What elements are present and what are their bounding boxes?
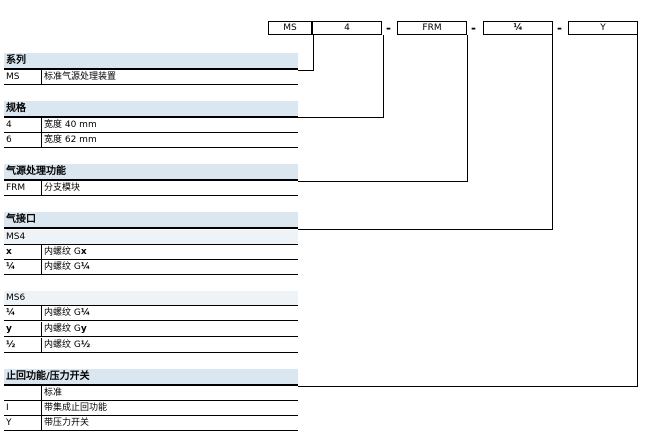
connector-size-v [383,35,384,118]
connector-series-h [298,70,314,71]
section-check-title: 止回功能/压力开关 [6,371,90,382]
row-value: 标准 [44,388,63,398]
table-row: FRM 分支模块 [4,181,298,196]
table-row: Y 带压力开关 [4,416,298,431]
row-value: 内螺纹 G½ [44,340,91,350]
table-row: 标准 [4,386,298,401]
code-series: MS [283,23,297,33]
connector-port-v [552,35,553,230]
port-group-label: MS6 [6,293,26,303]
table-row: 6 宽度 62 mm [4,133,298,148]
code-dash-1: - [386,21,391,35]
code-series-box: MS [268,21,312,35]
row-value: 内螺纹 G¼ [44,308,91,318]
row-value: 带集成止回功能 [44,403,108,413]
row-value: 内螺纹 Gx [44,247,87,257]
connector-port-h [298,229,553,230]
row-value: 内螺纹 Gy [44,324,87,334]
row-key: MS [6,72,20,82]
code-option-box: Y [568,21,638,35]
row-value: 内螺纹 G¼ [44,262,91,272]
row-key: y [6,324,12,334]
connector-function-h [298,181,468,182]
section-series-header: 系列 [4,53,298,70]
table-row: 4 宽度 40 mm [4,118,298,133]
section-size-header: 规格 [4,101,298,118]
code-option: Y [600,23,606,33]
section-port-title: 气接口 [6,214,36,225]
code-port: ¼ [513,23,523,33]
section-function-header: 气源处理功能 [4,164,298,181]
row-key: ¼ [6,262,16,272]
port-group-label: MS4 [6,232,26,242]
port-group-ms4: MS4 [4,230,298,245]
connector-function-v [467,35,468,182]
row-key: 4 [6,120,12,130]
table-row: ¼ 内螺纹 G¼ [4,306,298,321]
row-value: 带压力开关 [44,418,90,428]
code-function: FRM [422,23,442,33]
connector-series-v [313,35,314,71]
port-group-ms6: MS6 [4,291,298,306]
code-function-box: FRM [397,21,467,35]
table-row: MS 标准气源处理装置 [4,70,298,85]
table-row: ½ 内螺纹 G½ [4,338,298,353]
section-check-header: 止回功能/压力开关 [4,369,298,386]
row-value: 分支模块 [44,183,81,193]
table-row: ¼ 内螺纹 G¼ [4,260,298,275]
table-row: I 带集成止回功能 [4,401,298,416]
table-row: y 内螺纹 Gy [4,322,298,337]
connector-check-h [298,386,638,387]
section-function-title: 气源处理功能 [6,166,66,177]
code-size-box: 4 [312,21,382,35]
row-value: 宽度 62 mm [44,135,97,145]
row-value: 宽度 40 mm [44,120,97,130]
row-key: ½ [6,340,16,350]
section-series-title: 系列 [6,55,26,66]
row-key: Y [6,418,12,428]
connector-check-v [637,35,638,387]
row-key: ¼ [6,308,16,318]
row-key: x [6,247,12,257]
code-dash-3: - [557,21,562,35]
row-key: I [6,403,9,413]
row-value: 标准气源处理装置 [44,72,117,82]
section-port-header: 气接口 [4,212,298,229]
section-size-title: 规格 [6,103,26,114]
connector-size-h [298,117,384,118]
code-size: 4 [344,23,350,33]
table-row: x 内螺纹 Gx [4,245,298,260]
row-key: FRM [6,183,26,193]
code-port-box: ¼ [483,21,553,35]
code-dash-2: - [471,21,476,35]
row-key: 6 [6,135,12,145]
